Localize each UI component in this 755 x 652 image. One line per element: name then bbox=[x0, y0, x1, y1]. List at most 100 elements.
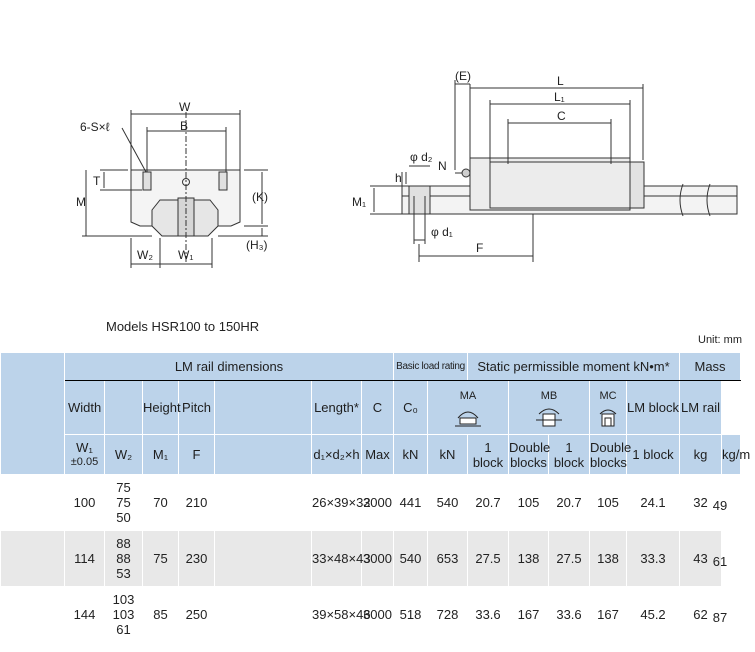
dim-M: M bbox=[76, 195, 86, 209]
sub-width-blank bbox=[104, 380, 143, 435]
cell-f: 250 bbox=[178, 586, 215, 643]
unit-mb-one: 1 block bbox=[548, 434, 590, 475]
unit-kg: kg bbox=[679, 434, 723, 475]
row-blank bbox=[0, 474, 65, 531]
cell-block: 62 bbox=[679, 586, 723, 643]
sub-pitch: Pitch bbox=[178, 380, 215, 435]
cell-c0: 728 bbox=[427, 586, 468, 643]
unit-m1: M₁ bbox=[142, 434, 179, 475]
row-blank bbox=[0, 530, 65, 587]
cell-mc1: 24.1 bbox=[625, 474, 681, 531]
unit-w1: W₁ ±0.05 bbox=[64, 434, 105, 475]
group-basic-load: Basic load rating bbox=[393, 352, 468, 381]
cell-mb1: 27.5 bbox=[548, 530, 590, 587]
sub-mb: MB bbox=[508, 380, 590, 435]
cell-w2-a: 75 bbox=[116, 480, 131, 495]
ma-label: MA bbox=[459, 390, 477, 402]
unit-ma-double: Double blocks bbox=[508, 434, 550, 475]
sub-ma: MA bbox=[427, 380, 509, 435]
dim-W: W bbox=[179, 100, 191, 114]
cell-mc1: 45.2 bbox=[625, 586, 681, 643]
dim-d2: φ d₂ bbox=[410, 150, 433, 164]
cell-ma1: 27.5 bbox=[467, 530, 509, 587]
group-lm-rail: LM rail dimensions bbox=[64, 352, 394, 381]
cell-w2-c: 53 bbox=[116, 566, 131, 581]
cell-ma2: 167 bbox=[508, 586, 549, 643]
unit-max: Max bbox=[361, 434, 394, 475]
cell-ma1: 33.6 bbox=[467, 586, 509, 643]
dim-C: C bbox=[557, 109, 566, 123]
cell-rail: 87 bbox=[712, 610, 728, 625]
cell-c: 518 bbox=[393, 586, 428, 643]
cell-ma1: 20.7 bbox=[467, 474, 509, 531]
cell-mb1: 20.7 bbox=[548, 474, 590, 531]
unit-kgm: kg/m bbox=[721, 434, 750, 475]
mc-icon bbox=[599, 409, 617, 427]
cell-block: 43 bbox=[679, 530, 723, 587]
sub-c0: C₀ bbox=[393, 380, 428, 435]
sub-c: C bbox=[361, 380, 394, 435]
cell-w2-b: 103 bbox=[112, 607, 135, 622]
cell-w2: 103 103 61 bbox=[104, 586, 143, 643]
cell-c0: 540 bbox=[427, 474, 468, 531]
row-blank bbox=[0, 586, 65, 643]
dim-W2: W₂ bbox=[137, 248, 153, 262]
cell-w2-a: 103 bbox=[112, 592, 135, 607]
cell-mb2: 138 bbox=[589, 530, 627, 587]
cell-max: 3000 bbox=[361, 530, 394, 587]
unit-kn1: kN bbox=[393, 434, 428, 475]
sub-width: Width bbox=[64, 380, 105, 435]
dim-S: 6-S×ℓ bbox=[80, 120, 110, 134]
rail-mass-column: 49 61 87 bbox=[699, 478, 741, 646]
sub-blank bbox=[214, 380, 312, 435]
cell-m1: 75 bbox=[142, 530, 179, 587]
cell-rail: 49 bbox=[712, 498, 728, 513]
front-view bbox=[82, 110, 268, 268]
dim-M1: M₁ bbox=[352, 195, 366, 209]
cell-w2: 88 88 53 bbox=[104, 530, 143, 587]
unit-mb-double: Double blocks bbox=[589, 434, 631, 475]
cell-f: 210 bbox=[178, 474, 215, 531]
spec-table: LM rail dimensions Basic load rating Sta… bbox=[0, 352, 750, 643]
unit-d: d₁×d₂×h bbox=[311, 434, 362, 475]
cell-block: 32 bbox=[679, 474, 723, 531]
sub-mc: MC bbox=[589, 380, 627, 435]
cell-mc1: 33.3 bbox=[625, 530, 681, 587]
unit-f: F bbox=[178, 434, 215, 475]
cell-d: 26×39×32 bbox=[311, 474, 371, 531]
dim-W1: W₁ bbox=[178, 248, 193, 262]
dim-T: T bbox=[93, 174, 101, 188]
cell-w1: 114 bbox=[64, 530, 105, 587]
unit-d-blank bbox=[214, 434, 312, 475]
models-caption: Models HSR100 to 150HR bbox=[106, 319, 260, 334]
table-row: 100 75 75 50 70 210 26×39×32 3000 441 54… bbox=[0, 474, 741, 531]
unit-kn2: kN bbox=[427, 434, 468, 475]
blank-corner bbox=[0, 352, 65, 475]
table-row: 144 103 103 61 85 250 39×58×46 3000 518 … bbox=[0, 586, 741, 643]
cell-d-blank bbox=[214, 586, 312, 643]
cell-c: 540 bbox=[393, 530, 428, 587]
sub-length: Length* bbox=[311, 380, 362, 435]
cell-d-blank bbox=[214, 530, 312, 587]
cell-f: 230 bbox=[178, 530, 215, 587]
sub-lm-block: LM block bbox=[625, 380, 681, 435]
dim-d1: φ d₁ bbox=[431, 225, 453, 239]
unit-w1-sym: W₁ bbox=[76, 439, 93, 455]
cell-w2-b: 88 bbox=[116, 551, 131, 566]
cell-w2-c: 50 bbox=[116, 510, 131, 525]
dim-H3: (H₃) bbox=[246, 238, 268, 252]
table-row: 114 88 88 53 75 230 33×48×43 3000 540 65… bbox=[0, 530, 741, 587]
cell-w1: 144 bbox=[64, 586, 105, 643]
cell-rail: 61 bbox=[712, 554, 728, 569]
sub-height: Height bbox=[142, 380, 181, 435]
unit-ma-one: 1 block bbox=[467, 434, 509, 475]
technical-drawing: W B 6-S×ℓ T M (K) (H₃) W₂ W₁ bbox=[0, 0, 755, 320]
drawing-svg: W B 6-S×ℓ T M (K) (H₃) W₂ W₁ bbox=[76, 69, 738, 268]
cell-max: 3000 bbox=[361, 586, 394, 643]
cell-d-blank bbox=[214, 474, 312, 531]
dim-E: (E) bbox=[455, 69, 471, 83]
mb-icon bbox=[536, 408, 562, 427]
cell-d: 33×48×43 bbox=[311, 530, 371, 587]
mb-label: MB bbox=[540, 390, 558, 402]
group-static-moment: Static permissible moment kN•m* bbox=[466, 352, 681, 381]
